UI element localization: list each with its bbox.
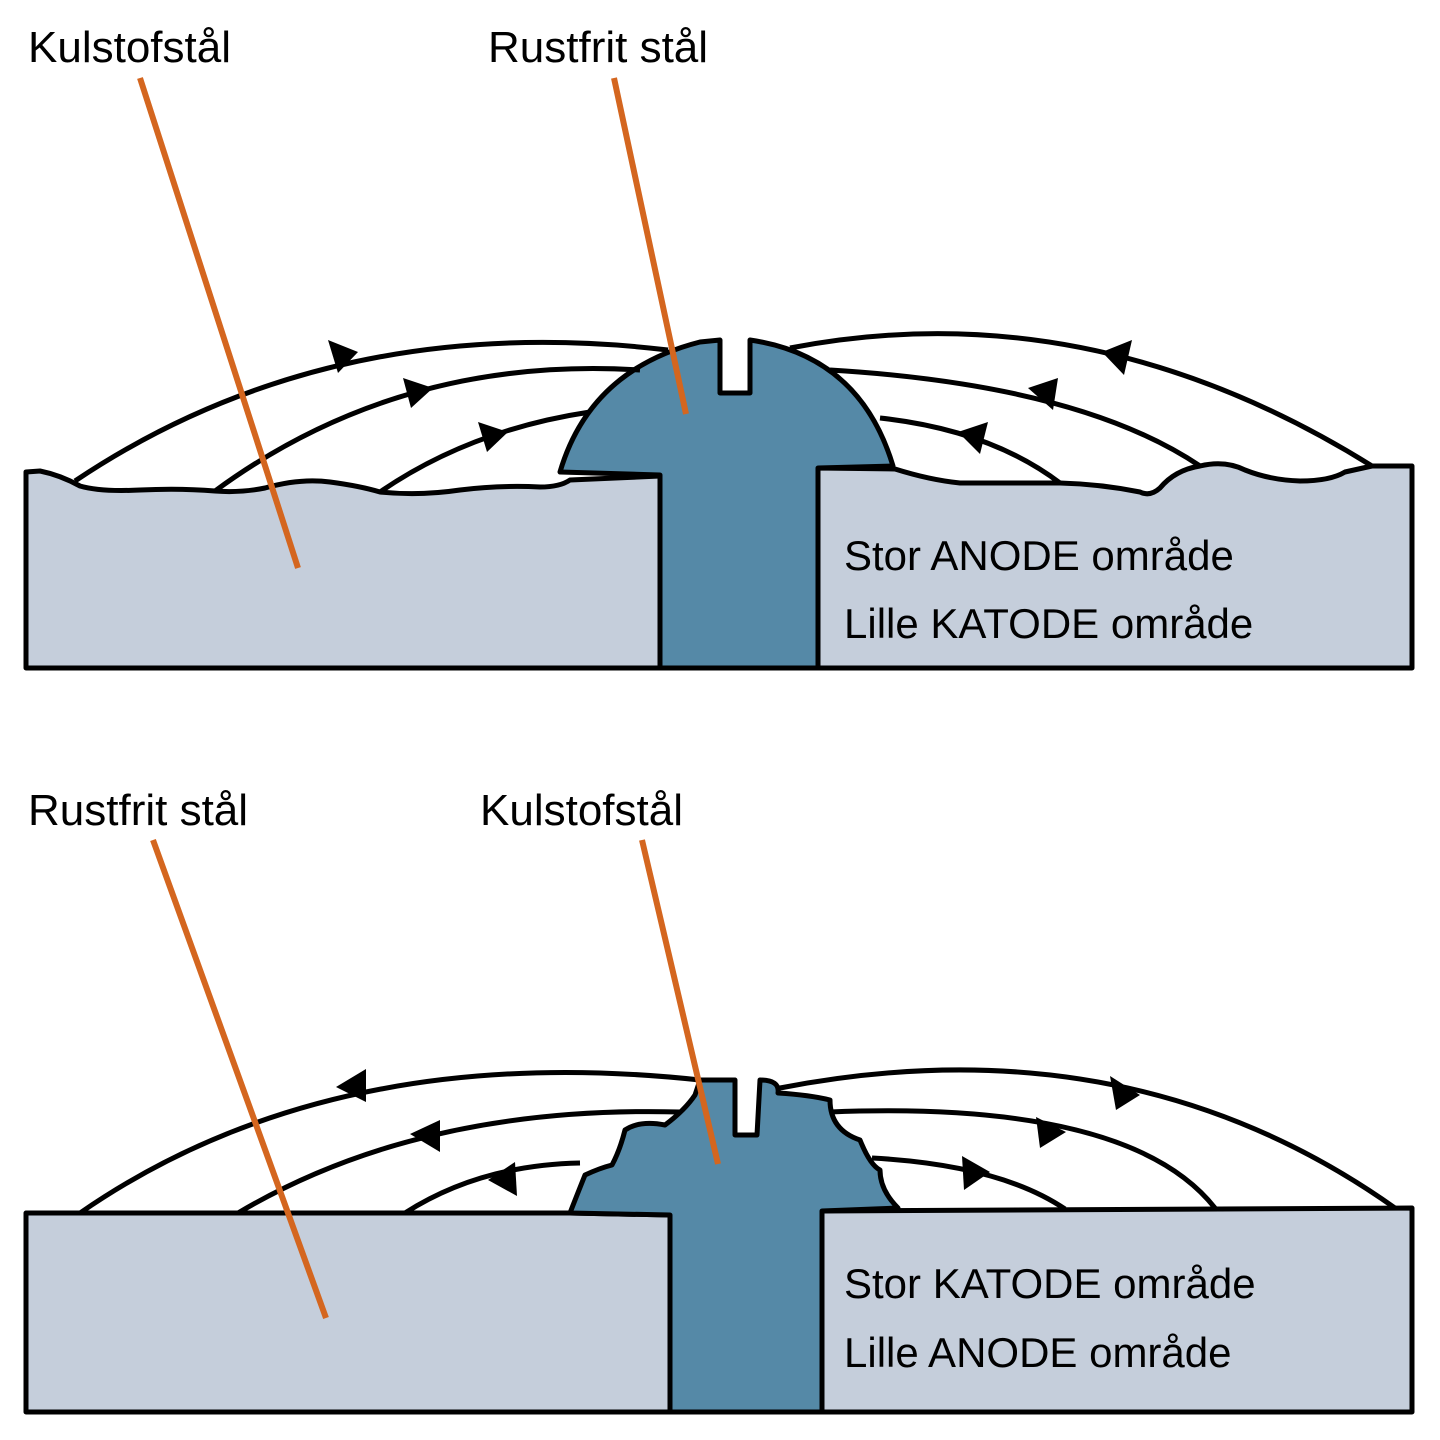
top-leaders [137,77,689,569]
top-arrowheads [328,340,1132,454]
bottom-label-plate: Rustfrit stål [28,786,248,835]
top-plate-right [815,461,1415,671]
top-area-line1: Stor ANODE område [844,532,1234,579]
top-panel: Kulstofstål Rustfrit stål Stor ANODE omr… [23,23,1415,671]
bottom-label-screw: Kulstofstål [480,786,683,835]
bottom-area-line1: Stor KATODE område [844,1260,1256,1307]
top-label-plate: Kulstofstål [28,23,231,72]
top-plate-left [23,468,663,671]
top-label-screw: Rustfrit stål [488,23,708,72]
top-area-line2: Lille KATODE område [844,600,1253,647]
bottom-plate-right [819,1205,1415,1415]
bottom-area-line2: Lille ANODE område [844,1329,1232,1376]
top-screw [557,337,896,671]
bottom-plate-left [23,1210,673,1415]
bottom-leaders [150,838,721,1320]
bottom-screw [567,1077,901,1415]
bottom-panel: Rustfrit stål Kulstofstål Stor KATODE om… [23,786,1415,1415]
bottom-arrowheads [336,1069,1140,1196]
